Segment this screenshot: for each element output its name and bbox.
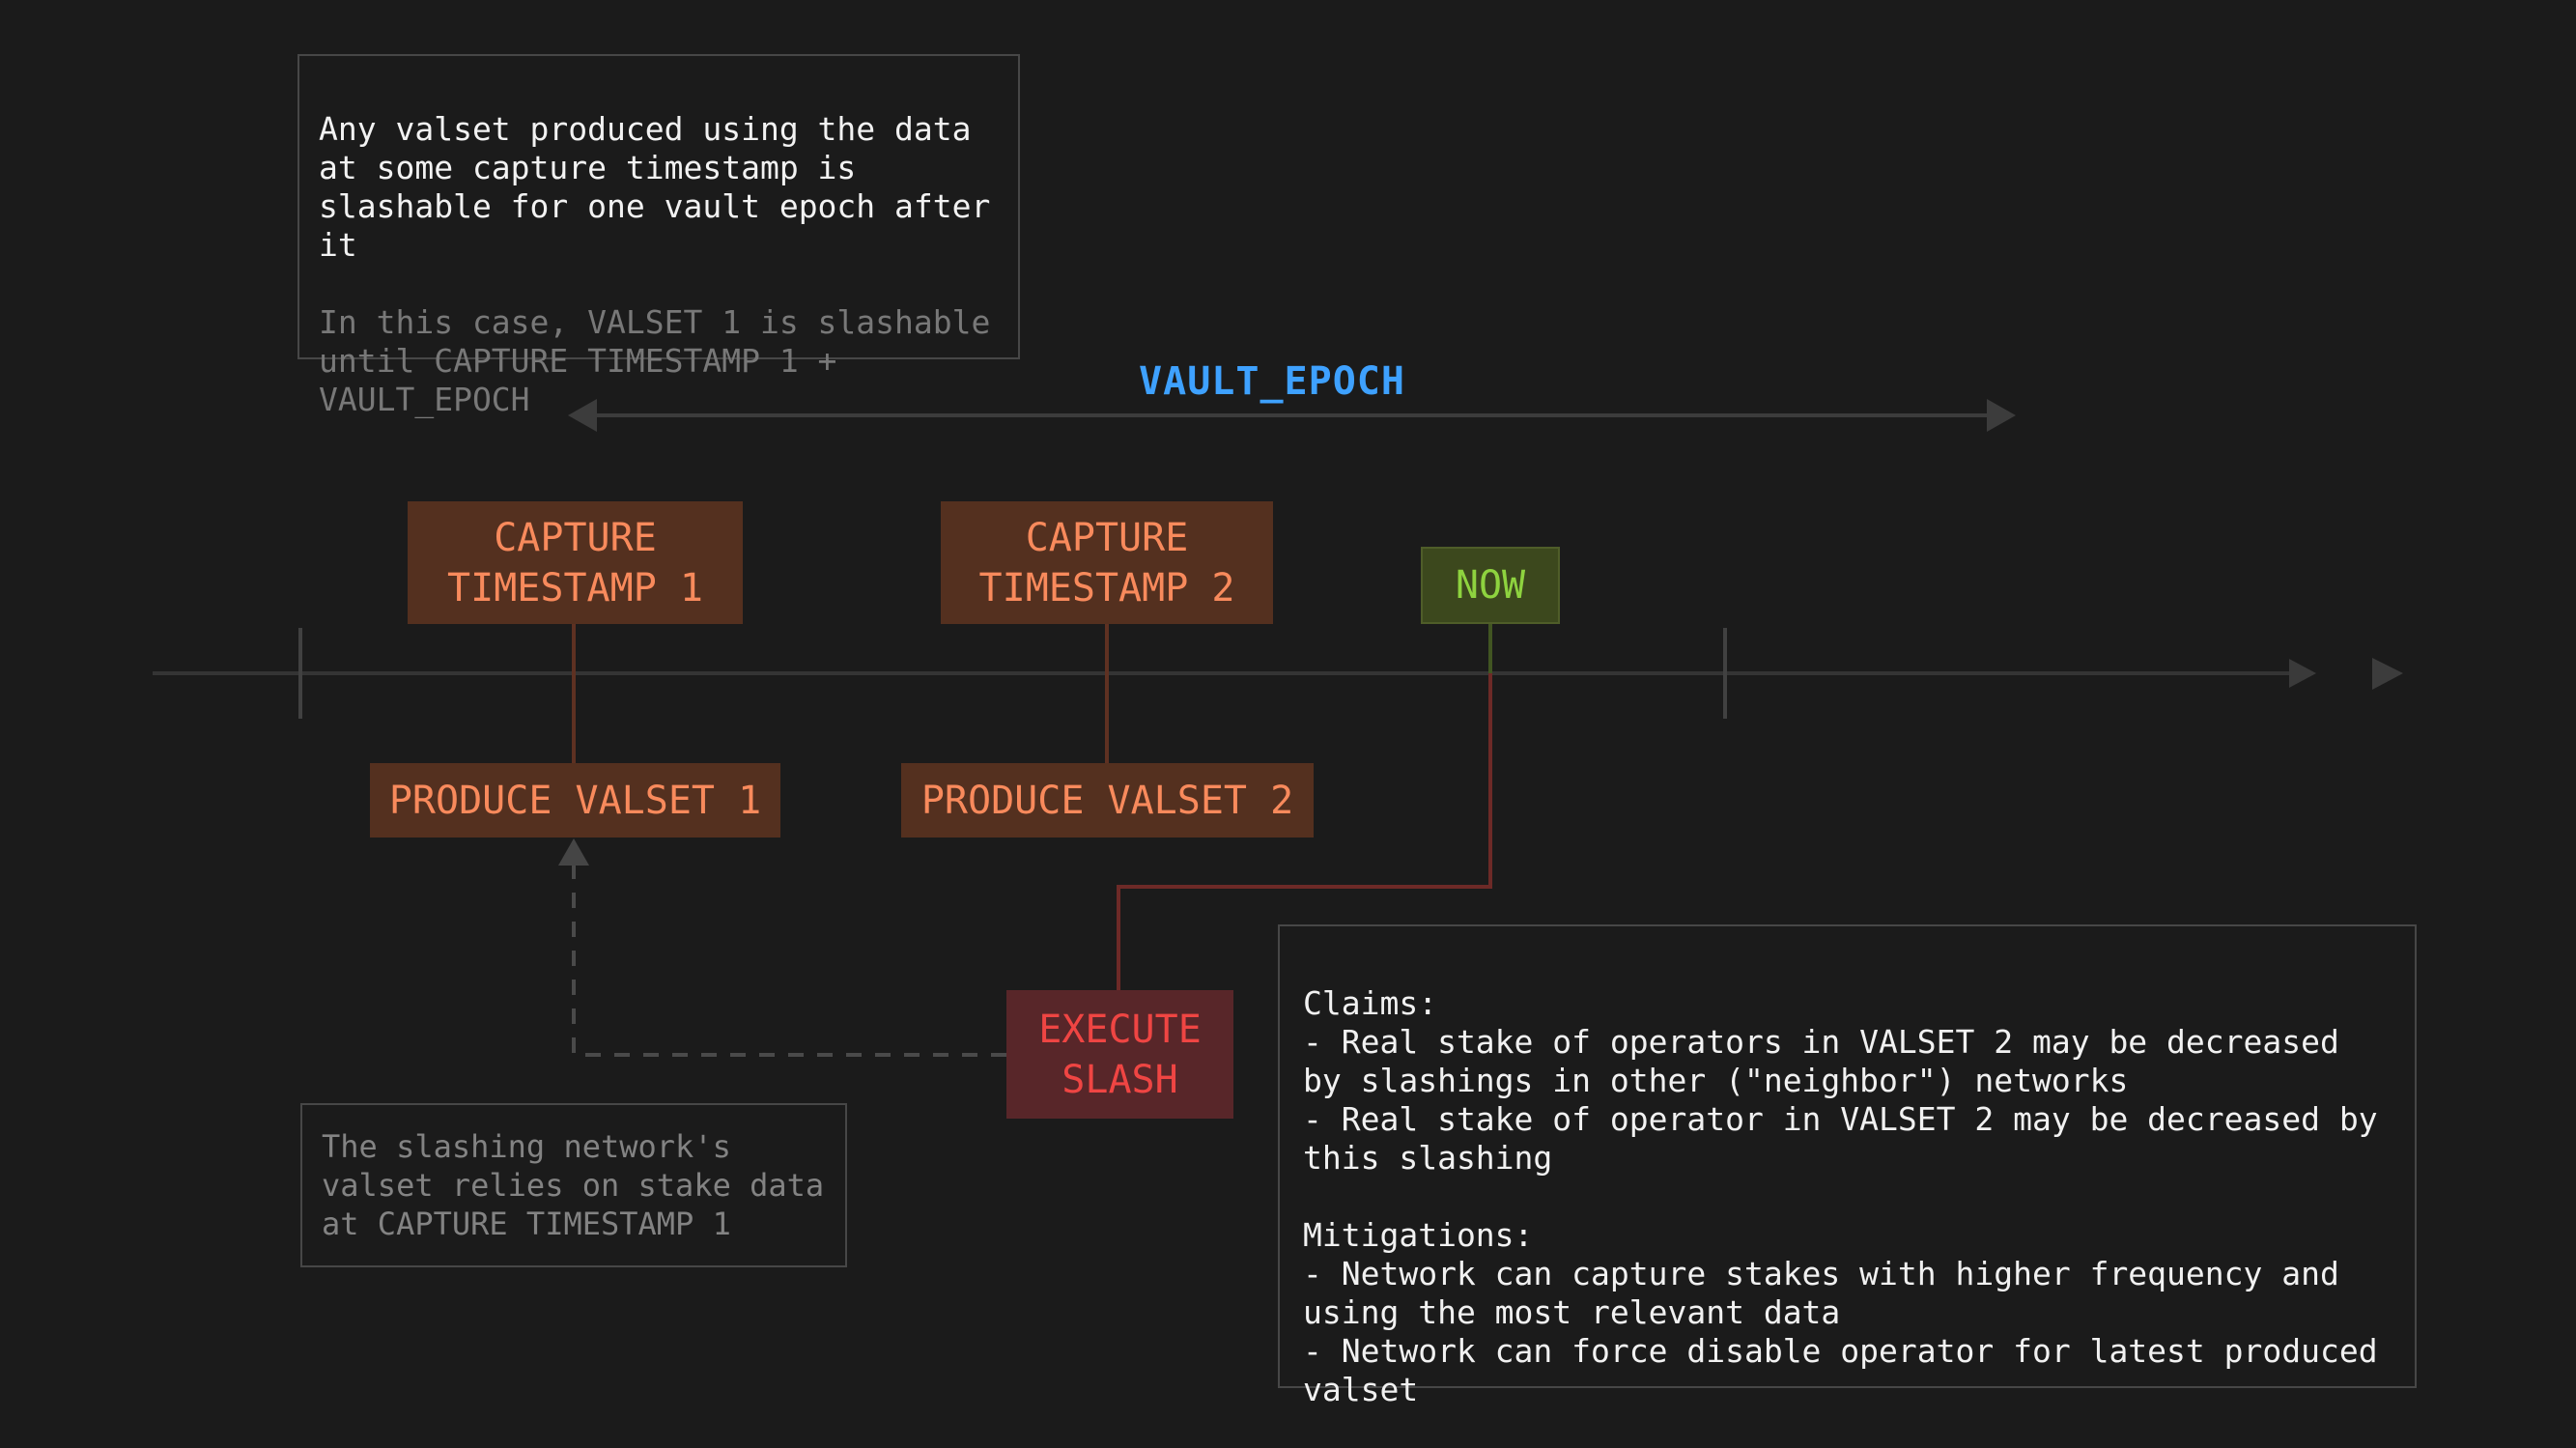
vault-epoch-right-arrowhead-icon	[1987, 399, 2016, 432]
node-produce-valset-1[interactable]: PRODUCE VALSET 1	[370, 763, 780, 838]
timeline-arrowhead-icon	[2289, 659, 2316, 688]
note-slashable-rule-secondary-text: In this case, VALSET 1 is slashable unti…	[319, 303, 991, 418]
node-produce-valset-2[interactable]: PRODUCE VALSET 2	[901, 763, 1314, 838]
node-capture-timestamp-2[interactable]: CAPTURE TIMESTAMP 2	[941, 501, 1273, 624]
vault-epoch-label[interactable]: VAULT_EPOCH	[1139, 359, 1405, 404]
node-execute-slash[interactable]: EXECUTE SLASH	[1006, 990, 1233, 1119]
now-execute-slash-connector	[1117, 673, 1492, 990]
note-stake-reliance-text: The slashing network's valset relies on …	[322, 1128, 825, 1242]
node-now[interactable]: NOW	[1421, 547, 1560, 624]
node-capture-timestamp-1[interactable]: CAPTURE TIMESTAMP 1	[408, 501, 743, 624]
vault-epoch-left-arrowhead-icon	[568, 399, 597, 432]
slash-feedback-arrowhead-icon	[558, 838, 589, 866]
note-claims-mitigations[interactable]: Claims: - Real stake of operators in VAL…	[1278, 924, 2417, 1408]
play-triangle-icon	[2372, 658, 2403, 690]
note-slashable-rule[interactable]: Any valset produced using the data at so…	[297, 54, 1020, 418]
note-slashable-rule-primary-text: Any valset produced using the data at so…	[319, 110, 991, 264]
slash-feedback-dashed-line	[572, 862, 1006, 1057]
note-claims-mitigations-text: Claims: - Real stake of operators in VAL…	[1303, 984, 2378, 1408]
note-stake-reliance[interactable]: The slashing network's valset relies on …	[300, 1103, 847, 1267]
